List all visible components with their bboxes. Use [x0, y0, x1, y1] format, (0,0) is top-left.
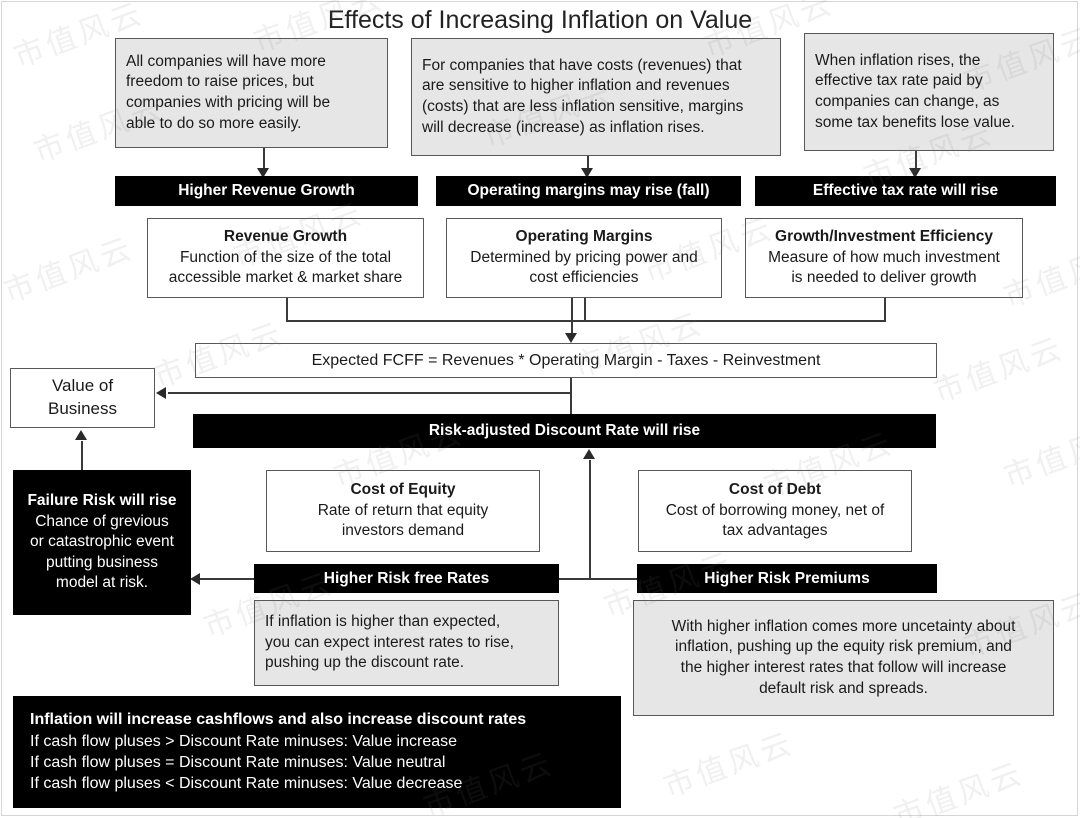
box-line: putting business — [45, 553, 159, 571]
note-line: When inflation rises, the — [815, 51, 981, 69]
connector-value-spine — [570, 392, 572, 414]
note-line: companies with pricing will be — [126, 94, 331, 111]
bar-operating-margins: Operating margins may rise (fall) — [436, 176, 741, 206]
fcff-formula: Expected FCFF = Revenues * Operating Mar… — [311, 351, 821, 369]
box-expected-fcff: Expected FCFF = Revenues * Operating Mar… — [195, 343, 937, 378]
note-line: able to do so more easily. — [126, 114, 302, 132]
box-line: cost efficiencies — [529, 269, 639, 287]
box-line: tax advantages — [722, 522, 828, 540]
box-line: Determined by pricing power and — [470, 248, 698, 266]
note-line: effective tax rate paid by — [815, 72, 983, 90]
connector-driver-bus — [286, 320, 886, 322]
box-line: investors demand — [341, 522, 465, 540]
bar-label: Higher Risk free Rates — [323, 569, 490, 587]
arrowhead-down — [257, 168, 269, 178]
box-header: Failure Risk will rise — [27, 491, 177, 509]
box-line: Chance of grevious — [35, 512, 169, 530]
connector-note-to-margin-bar — [587, 156, 589, 170]
connector-note-to-revenue-bar — [263, 148, 265, 170]
bar-higher-revenue-growth: Higher Revenue Growth — [115, 176, 418, 206]
note-line: companies can change, as — [815, 93, 1000, 110]
connector-margin-drop — [584, 298, 586, 320]
connector-failure-to-value — [81, 441, 83, 471]
box-value-of-business: Value of Business — [10, 368, 155, 428]
box-line: Cost of borrowing money, net of — [665, 501, 885, 519]
value-line: Value of — [51, 376, 114, 396]
box-line: Measure of how much investment — [768, 248, 1000, 266]
box-header: Cost of Debt — [728, 481, 822, 499]
box-inflation-summary: Inflation will increase cashflows and al… — [13, 696, 621, 808]
bar-label: Effective tax rate will rise — [812, 182, 999, 200]
note-line: All companies will have more — [126, 52, 326, 70]
note-revenue-pricing-power: All companies will have more freedom to … — [115, 38, 388, 148]
note-line: (costs) that are less inflation sensitiv… — [422, 98, 744, 115]
connector-riskfree-to-failure — [200, 578, 256, 580]
note-line: inflation, pushing up the equity risk pr… — [675, 638, 1012, 656]
bar-higher-risk-premiums: Higher Risk Premiums — [637, 564, 937, 593]
connector-revenue-drop — [286, 298, 288, 320]
note-line: the higher interest rates that follow wi… — [680, 659, 1007, 676]
note-line: With higher inflation comes more uncetai… — [671, 617, 1016, 635]
note-risk-free-rates: If inflation is higher than expected, yo… — [254, 600, 559, 686]
box-line: or catastrophic event — [30, 533, 174, 551]
summary-header: Inflation will increase cashflows and al… — [30, 711, 527, 729]
bar-label: Operating margins may rise (fall) — [467, 182, 710, 200]
summary-line: If cash flow pluses = Discount Rate minu… — [30, 754, 446, 771]
box-operating-margins: Operating Margins Determined by pricing … — [446, 218, 722, 298]
connector-note-to-tax-bar — [915, 151, 917, 170]
connector-fcff-drop — [570, 378, 572, 393]
arrowhead-down — [909, 168, 921, 178]
arrowhead-up — [75, 430, 87, 440]
note-line: pushing up the discount rate. — [265, 654, 465, 672]
note-line: some tax benefits lose value. — [815, 113, 1015, 131]
bar-risk-adjusted-discount-rate: Risk-adjusted Discount Rate will rise — [193, 414, 936, 448]
box-failure-risk: Failure Risk will rise Chance of greviou… — [13, 470, 191, 615]
box-line: accessible market & market share — [168, 269, 403, 287]
arrowhead-left — [190, 573, 200, 585]
bar-effective-tax-rate: Effective tax rate will rise — [755, 176, 1056, 206]
box-revenue-growth: Revenue Growth Function of the size of t… — [147, 218, 424, 298]
box-header: Growth/Investment Efficiency — [775, 228, 993, 246]
note-line: are sensitive to higher inflation and re… — [422, 77, 730, 95]
value-line: Business — [48, 399, 117, 418]
summary-line: If cash flow pluses > Discount Rate minu… — [30, 732, 458, 750]
note-line: default risk and spreads. — [759, 679, 928, 697]
box-line: Rate of return that equity — [317, 501, 489, 519]
bar-higher-risk-free-rates: Higher Risk free Rates — [254, 564, 559, 593]
arrowhead-up — [583, 449, 595, 459]
connector-bus-to-fcff — [571, 298, 573, 338]
summary-line: If cash flow pluses < Discount Rate minu… — [30, 775, 463, 793]
note-operating-margin-sensitivity: For companies that have costs (revenues)… — [411, 38, 781, 156]
note-line: If inflation is higher than expected, — [265, 613, 501, 631]
connector-risk-bus — [559, 578, 637, 580]
box-line: model at risk. — [55, 574, 149, 592]
bar-label: Higher Revenue Growth — [178, 182, 355, 200]
note-effective-tax-rate: When inflation rises, the effective tax … — [804, 33, 1054, 151]
box-header: Revenue Growth — [223, 228, 348, 246]
note-risk-premiums: With higher inflation comes more uncetai… — [633, 600, 1054, 716]
box-line: Function of the size of the total — [179, 248, 392, 266]
note-line: freedom to raise prices, but — [126, 73, 314, 91]
arrowhead-down — [565, 333, 577, 343]
box-line: is needed to deliver growth — [791, 269, 977, 287]
arrowhead-left — [156, 387, 166, 399]
note-line: will decrease (increase) as inflation ri… — [422, 118, 705, 136]
box-growth-investment-efficiency: Growth/Investment Efficiency Measure of … — [745, 218, 1023, 298]
arrowhead-down — [581, 168, 593, 178]
bar-label: Higher Risk Premiums — [704, 569, 870, 587]
note-line: you can expect interest rates to rise, — [265, 633, 514, 651]
connector-fcff-to-value — [168, 392, 572, 394]
box-cost-of-debt: Cost of Debt Cost of borrowing money, ne… — [638, 470, 912, 552]
note-line: For companies that have costs (revenues)… — [422, 56, 742, 74]
box-header: Cost of Equity — [350, 481, 456, 499]
box-cost-of-equity: Cost of Equity Rate of return that equit… — [266, 470, 540, 552]
bar-label: Risk-adjusted Discount Rate will rise — [428, 422, 701, 440]
page-title: Effects of Increasing Inflation on Value — [327, 6, 753, 34]
box-header: Operating Margins — [515, 228, 653, 246]
connector-efficiency-drop — [884, 298, 886, 320]
connector-risk-to-discount — [589, 460, 591, 578]
